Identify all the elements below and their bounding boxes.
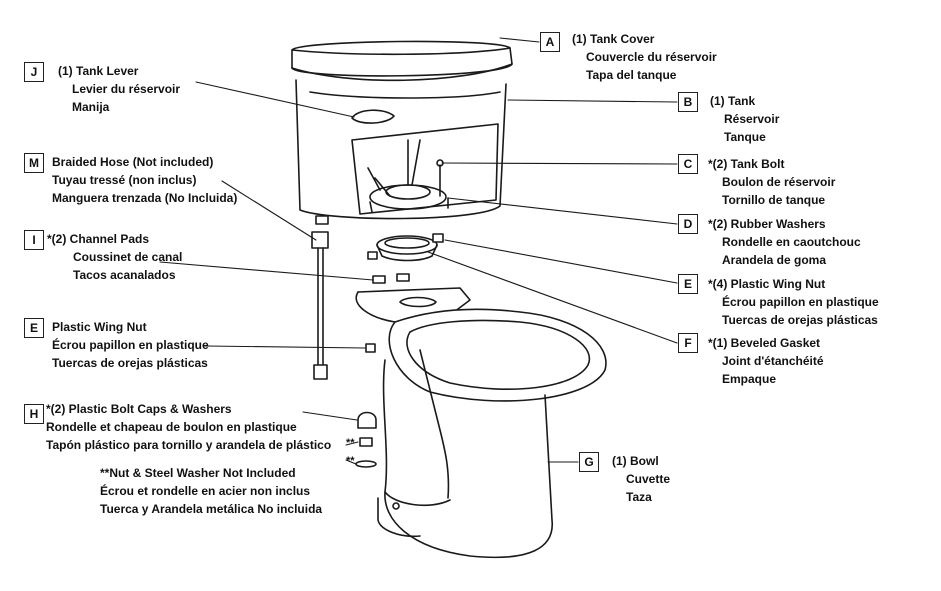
label-box-c: C — [678, 154, 698, 174]
caption-line: (1) Tank Lever — [58, 64, 139, 78]
bolt-caps-washers — [355, 411, 377, 468]
caption-line: Écrou papillon en plastique — [52, 338, 209, 352]
caption-line: (1) Tank Cover — [572, 32, 655, 46]
caption-plastic-wing-nut: *(4) Plastic Wing Nut Écrou papillon en … — [708, 275, 879, 329]
label-box-h: H — [24, 404, 44, 424]
leader-lines — [159, 37, 678, 465]
caption-line: Plastic Wing Nut — [52, 320, 147, 334]
footnote-line: Écrou et rondelle en acier non inclus — [100, 484, 311, 498]
caption-channel-pads: *(2) Channel Pads Coussinet de canal Tac… — [47, 230, 182, 284]
label-box-e2: E — [24, 318, 44, 338]
caption-line: Réservoir — [724, 112, 780, 126]
caption-line: *(2) Plastic Bolt Caps & Washers — [46, 402, 232, 416]
caption-line: Tuyau tressé (non inclus) — [52, 173, 197, 187]
caption-line: Manija — [72, 100, 110, 114]
caption-bolt-caps: *(2) Plastic Bolt Caps & Washers Rondell… — [46, 400, 331, 454]
label-box-d: D — [678, 214, 698, 234]
wing-nut — [365, 343, 376, 353]
caption-line: Arandela de goma — [722, 253, 827, 267]
label-box-g: G — [579, 452, 599, 472]
caption-tank-lever: (1) Tank Lever Levier du réservoir Manij… — [58, 62, 180, 116]
caption-line: Boulon de réservoir — [722, 175, 836, 189]
tank-cover — [291, 40, 513, 82]
caption-line: *(1) Beveled Gasket — [708, 336, 821, 350]
caption-line: *(2) Rubber Washers — [708, 217, 826, 231]
caption-rubber-washers: *(2) Rubber Washers Rondelle en caoutcho… — [708, 215, 861, 269]
caption-line: Couvercle du réservoir — [586, 50, 717, 64]
caption-line: Joint d'étanchéité — [722, 354, 824, 368]
label-box-b: B — [678, 92, 698, 112]
caption-line: *(2) Tank Bolt — [708, 157, 785, 171]
label-box-e: E — [678, 274, 698, 294]
caption-line: Empaque — [722, 372, 777, 386]
caption-line: Écrou papillon en plastique — [722, 295, 879, 309]
caption-tank-bolt: *(2) Tank Bolt Boulon de réservoir Torni… — [708, 155, 835, 209]
label-box-i: I — [24, 230, 44, 250]
caption-line: Levier du réservoir — [72, 82, 181, 96]
caption-line: Tacos acanalados — [73, 268, 176, 282]
caption-line: Tornillo de tanque — [722, 193, 826, 207]
label-box-a: A — [540, 32, 560, 52]
caption-line: Rondelle et chapeau de boulon en plastiq… — [46, 420, 297, 434]
caption-line: Braided Hose (Not included) — [52, 155, 214, 169]
caption-line: Tapa del tanque — [586, 68, 677, 82]
caption-line: Taza — [626, 490, 652, 504]
caption-line: Tuercas de orejas plásticas — [52, 356, 208, 370]
caption-line: Rondelle en caoutchouc — [722, 235, 861, 249]
note-marker: ** — [346, 455, 355, 467]
caption-tank: (1) Tank Réservoir Tanque — [710, 92, 779, 146]
caption-line: *(2) Channel Pads — [47, 232, 150, 246]
bowl — [355, 287, 607, 559]
caption-line: Cuvette — [626, 472, 671, 486]
caption-line: Tanque — [724, 130, 766, 144]
label-box-f: F — [678, 333, 698, 353]
footnote-line: **Nut & Steel Washer Not Included — [100, 466, 296, 480]
caption-braided-hose: Braided Hose (Not included) Tuyau tressé… — [52, 153, 237, 207]
caption-line: (1) Bowl — [612, 454, 659, 468]
caption-line: (1) Tank — [710, 94, 756, 108]
channel-pads — [372, 273, 410, 284]
label-box-m: M — [24, 153, 44, 173]
label-box-j: J — [24, 62, 44, 82]
caption-tank-cover: (1) Tank Cover Couvercle du réservoir Ta… — [572, 30, 717, 84]
caption-wing-nut: Plastic Wing Nut Écrou papillon en plast… — [52, 318, 209, 372]
caption-line: Tapón plástico para tornillo y arandela … — [46, 438, 332, 452]
caption-bowl: (1) Bowl Cuvette Taza — [612, 452, 670, 506]
footnote: **Nut & Steel Washer Not Included Écrou … — [100, 464, 322, 518]
braided-hose — [311, 231, 329, 380]
beveled-gasket — [376, 235, 438, 262]
caption-line: Tuercas de orejas plásticas — [722, 313, 878, 327]
footnote-line: Tuerca y Arandela metálica No incluida — [100, 502, 323, 516]
caption-beveled-gasket: *(1) Beveled Gasket Joint d'étanchéité E… — [708, 334, 824, 388]
note-marker: ** — [346, 437, 355, 449]
caption-line: Coussinet de canal — [73, 250, 183, 264]
caption-line: *(4) Plastic Wing Nut — [708, 277, 826, 291]
tank — [295, 79, 507, 225]
caption-line: Manguera trenzada (No Incluida) — [52, 191, 238, 205]
